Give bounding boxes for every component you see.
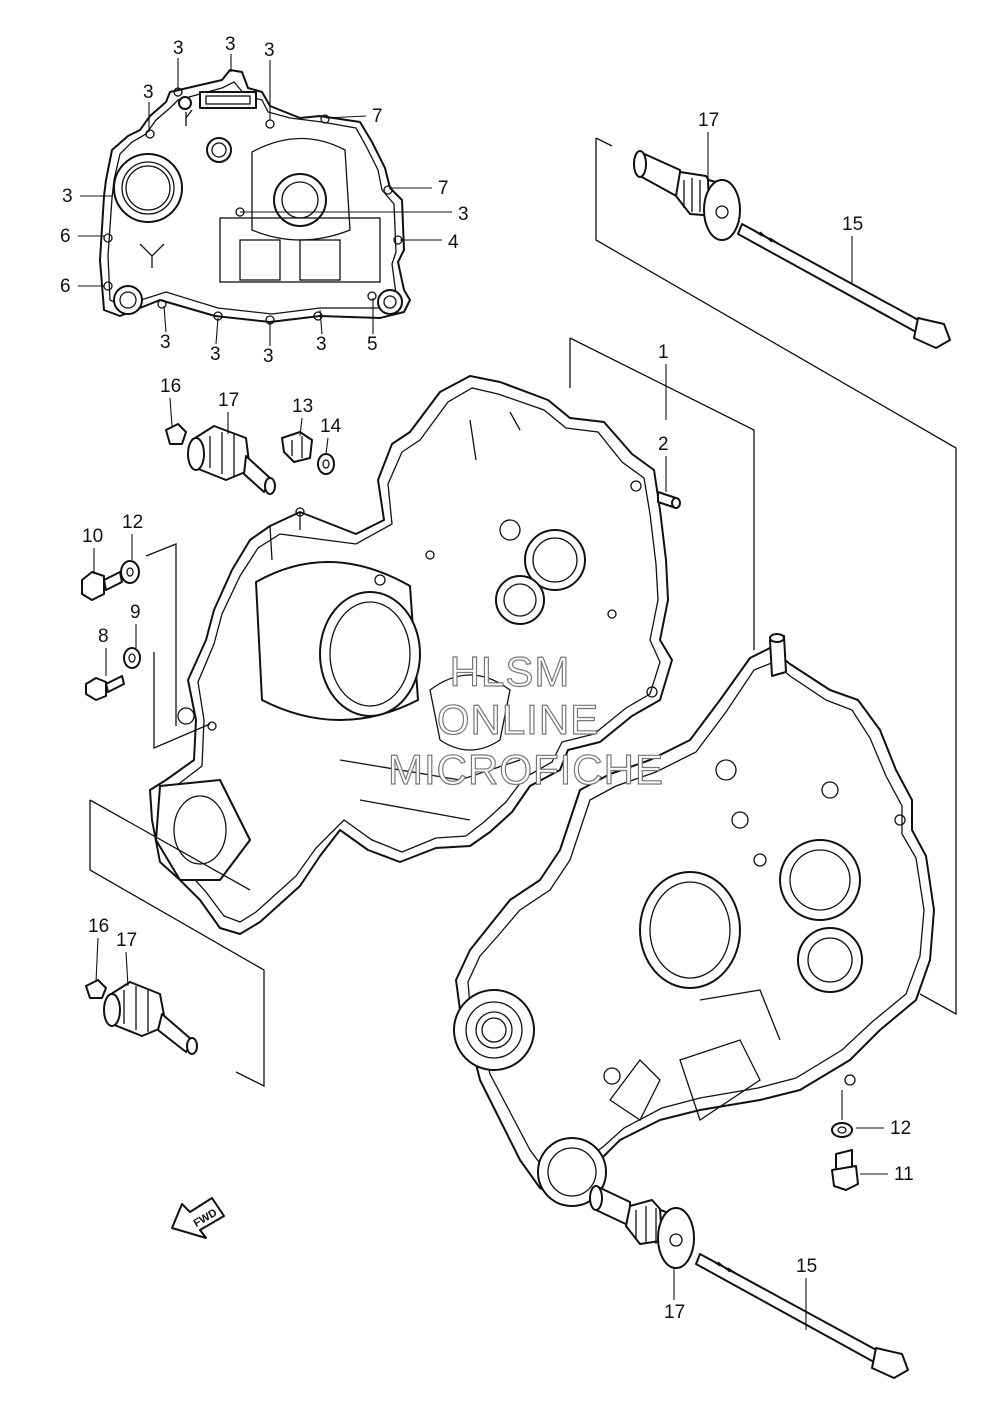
right-crankcase-half <box>453 633 935 1207</box>
callout-3: 3 <box>263 346 274 367</box>
plug-16-upper <box>165 423 187 445</box>
fitting-13 <box>281 431 313 463</box>
bolt-8 <box>85 675 125 701</box>
callout-17: 17 <box>698 110 719 131</box>
bolt-15-bottom <box>695 1253 909 1379</box>
bolt-15-top-right <box>737 223 951 349</box>
callout-4: 4 <box>448 232 459 253</box>
callout-6: 6 <box>60 276 71 297</box>
pump-17-top-right <box>595 137 957 1016</box>
callout-3: 3 <box>225 34 236 55</box>
callout-3: 3 <box>210 344 221 365</box>
callout-3: 3 <box>173 38 184 59</box>
pump-17-upper <box>187 425 276 495</box>
watermark-line3: MICROFICHE <box>388 746 664 793</box>
watermark-line1: HLSM <box>450 648 571 695</box>
callout-5: 5 <box>367 334 378 355</box>
crankcase-side-view <box>99 69 411 325</box>
bolt-10 <box>81 571 123 601</box>
callout-3: 3 <box>458 204 469 225</box>
callout-2: 2 <box>658 434 669 455</box>
washer-9 <box>123 647 141 669</box>
callout-7: 7 <box>438 178 449 199</box>
callout-14: 14 <box>320 416 342 437</box>
washer-12-right <box>831 1122 853 1138</box>
bolt-11 <box>831 1149 859 1191</box>
callout-17: 17 <box>664 1302 685 1323</box>
callout-16: 16 <box>160 376 181 397</box>
callout-7: 7 <box>372 106 383 127</box>
callout-10: 10 <box>82 526 103 547</box>
callout-6: 6 <box>60 226 71 247</box>
callout-3: 3 <box>62 186 73 207</box>
callout-11: 11 <box>894 1164 914 1185</box>
callout-3: 3 <box>264 40 275 61</box>
pump-17-lower <box>103 981 198 1055</box>
watermark-line2: ONLINE <box>437 696 599 743</box>
callout-17: 17 <box>116 930 137 951</box>
left-crankcase-half <box>149 375 673 935</box>
inset-callouts: 3 3 3 3 3 6 6 7 7 3 4 5 3 3 3 3 <box>60 34 469 367</box>
washer-14 <box>317 453 335 475</box>
dowel-pin-2 <box>657 491 681 509</box>
pump-17-bottom <box>589 1185 695 1269</box>
callout-17: 17 <box>218 390 239 411</box>
watermark: HLSM ONLINE MICROFICHE <box>387 647 664 793</box>
callout-16: 16 <box>88 916 109 937</box>
callout-8: 8 <box>98 626 109 647</box>
plug-16-lower <box>85 979 107 999</box>
callout-1: 1 <box>658 342 669 363</box>
washer-12-left <box>120 560 140 584</box>
callout-12: 12 <box>122 512 143 533</box>
callout-3: 3 <box>316 334 327 355</box>
callout-13: 13 <box>292 396 313 417</box>
fwd-arrow-icon: FWD <box>171 1197 225 1239</box>
callout-15: 15 <box>796 1256 817 1277</box>
callout-3: 3 <box>160 332 171 353</box>
callout-15: 15 <box>842 214 863 235</box>
callout-9: 9 <box>130 602 141 623</box>
callout-3: 3 <box>143 82 154 103</box>
callout-12: 12 <box>890 1118 911 1139</box>
